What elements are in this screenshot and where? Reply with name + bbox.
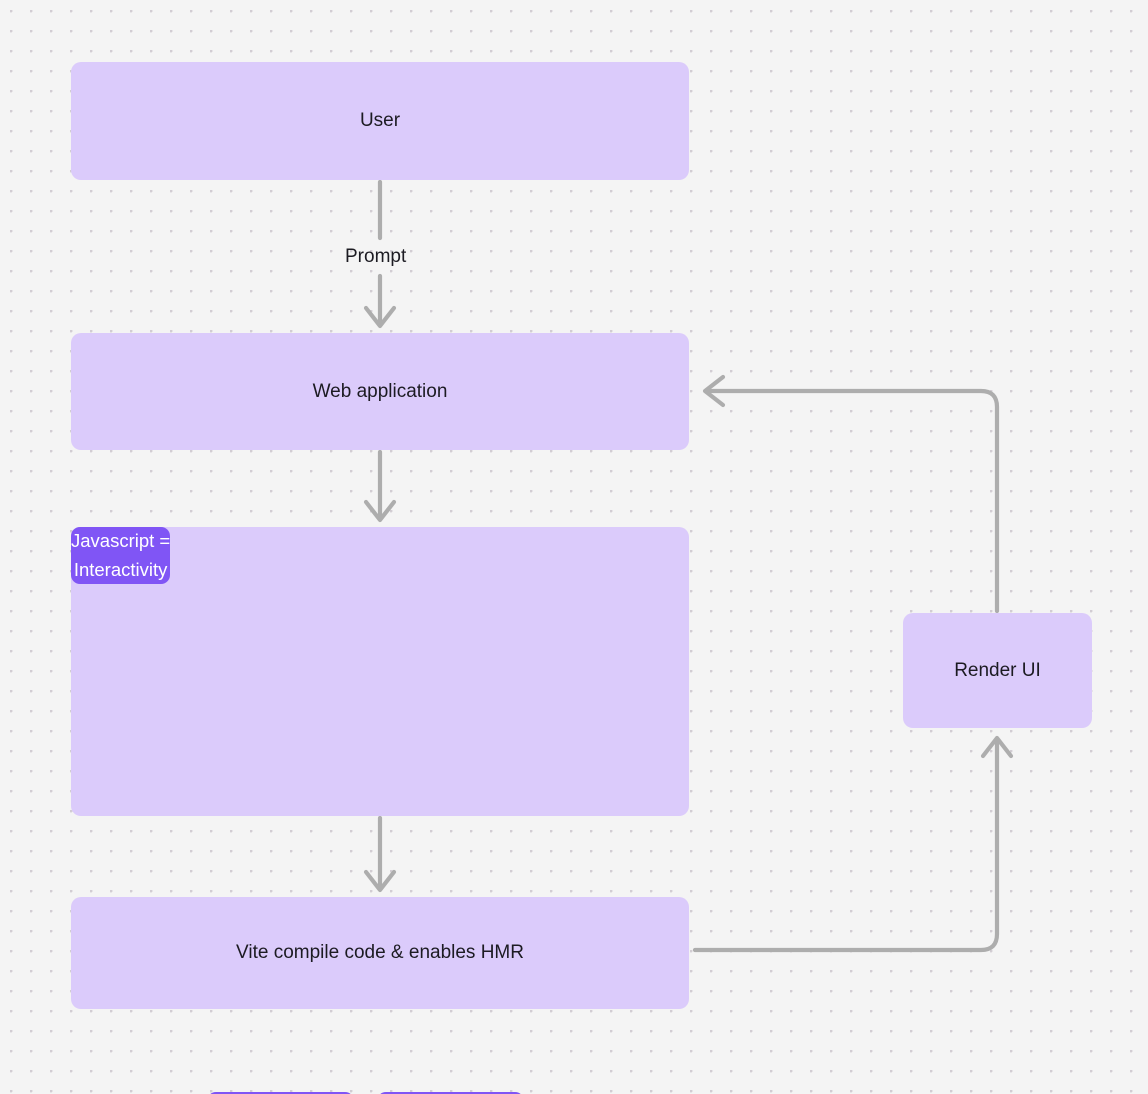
- node-css[interactable]: CSS = Styles & Layouts: [377, 1092, 524, 1094]
- arrowhead-left-icon: [702, 374, 726, 408]
- arrowhead-down-icon: [363, 869, 397, 893]
- arrowhead-down-icon: [363, 305, 397, 329]
- node-javascript-label-line1: Javascript =: [71, 530, 171, 551]
- node-javascript-label: Javascript = Interactivity: [71, 527, 170, 584]
- edge-label-prompt: Prompt: [345, 246, 407, 267]
- node-user-label: User: [359, 110, 401, 132]
- node-user[interactable]: User: [71, 62, 689, 180]
- node-javascript-label-line2: Interactivity: [73, 558, 168, 580]
- node-html[interactable]: HTML = structure: [207, 1092, 354, 1094]
- node-react-container[interactable]: HTML = structure CSS = Styles & Layouts …: [71, 527, 689, 1094]
- node-render-ui[interactable]: Render UI: [903, 613, 1092, 728]
- node-javascript[interactable]: Javascript = Interactivity: [71, 527, 171, 585]
- node-vite-label: Vite compile code & enables HMR: [236, 942, 524, 964]
- arrowhead-down-icon: [363, 499, 397, 523]
- node-web-application[interactable]: Web application: [71, 333, 689, 450]
- edge-segment: [706, 388, 1000, 614]
- edge-vite-to-render-ui: [692, 735, 1014, 953]
- edge-web-application-to-react-container: [363, 449, 397, 523]
- edge-react-container-to-vite: [363, 815, 397, 893]
- edge-segment: [692, 739, 1000, 953]
- arrowhead-up-icon: [980, 735, 1014, 759]
- edge-render-ui-to-web-application: [702, 374, 1000, 614]
- node-web-application-label: Web application: [312, 380, 448, 402]
- node-vite[interactable]: Vite compile code & enables HMR: [71, 897, 689, 1009]
- node-render-ui-label: Render UI: [954, 659, 1041, 681]
